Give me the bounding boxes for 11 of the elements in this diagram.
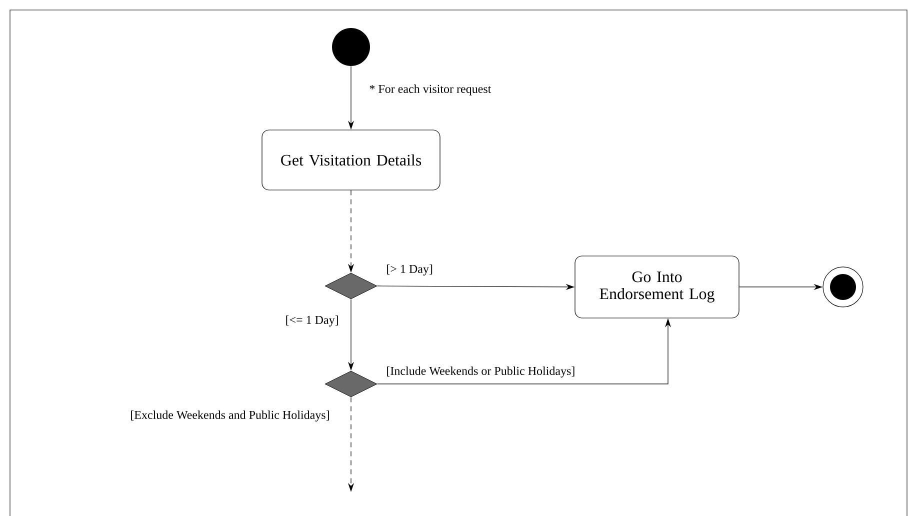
action-box: Go Into Endorsement Log: [574, 256, 740, 318]
edge-label: [Include Weekends or Public Holidays]: [385, 366, 576, 378]
start-circle: [332, 28, 370, 66]
edge-label: [Exclude Weekends and Public Holidays]: [129, 410, 331, 422]
decision-diamond: [324, 272, 378, 300]
edge-label: * For each visitor request: [368, 84, 492, 96]
edge-label: [<= 1 Day]: [284, 314, 340, 328]
end-circle: [822, 266, 864, 308]
decision-diamond: [324, 370, 378, 398]
action-box: Get Visitation Details: [262, 130, 440, 190]
edge-label: [> 1 Day]: [385, 264, 434, 276]
